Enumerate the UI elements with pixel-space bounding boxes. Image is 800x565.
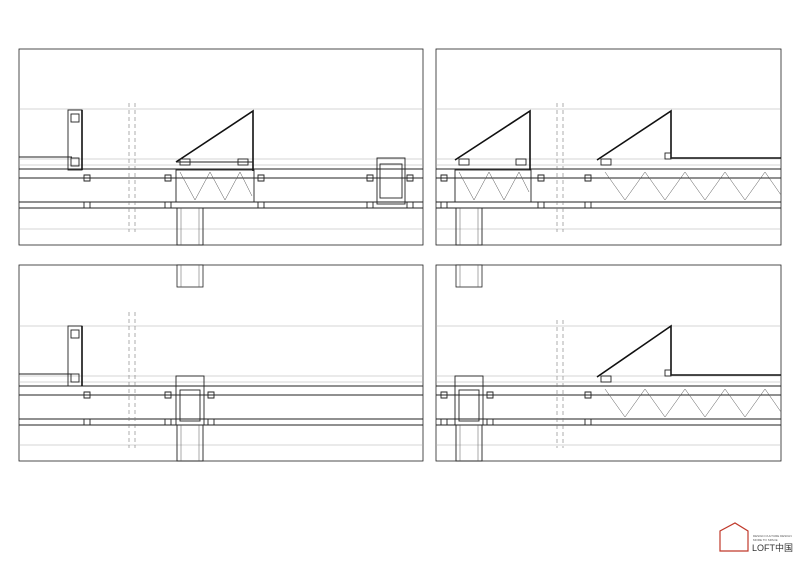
brand-logo: DESIGN CULTURE DESIGN MORE TO SPACE LOFT… [719,522,793,553]
brand-tagline-line1: DESIGN CULTURE DESIGN [753,534,792,538]
brand-tagline-line2: MORE TO SPACE [753,538,778,542]
panel-bottom-left [18,264,424,462]
panel-top-right [435,48,782,246]
brand-name: LOFT中国 [752,542,793,553]
panel-top-left [18,48,424,246]
panel-bottom-right [435,264,782,462]
house-outline-icon [719,522,749,552]
